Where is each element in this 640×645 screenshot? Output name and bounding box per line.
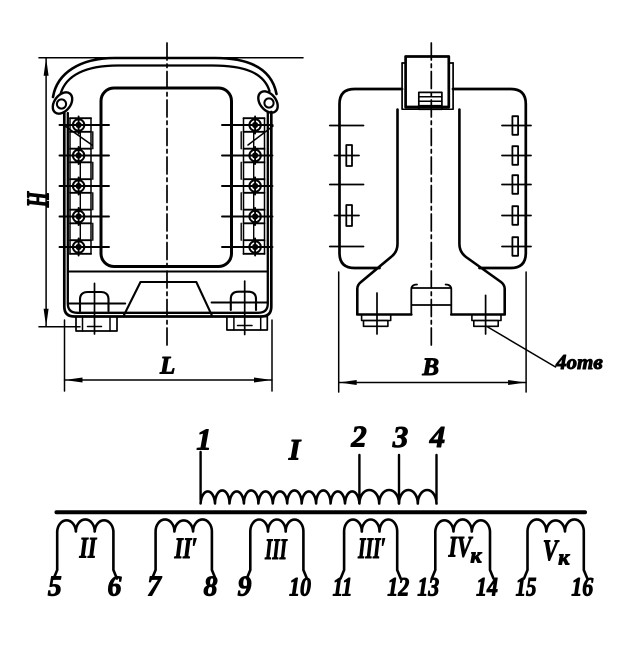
svg-text:III: III (264, 533, 287, 566)
svg-text:12: 12 (387, 573, 409, 602)
svg-text:14: 14 (476, 573, 498, 602)
svg-text:11: 11 (333, 573, 353, 602)
svg-text:2: 2 (350, 419, 367, 454)
svg-text:4отв: 4отв (555, 350, 603, 374)
svg-text:I: I (288, 434, 302, 467)
svg-text:1: 1 (196, 422, 212, 457)
svg-text:Н: Н (21, 191, 55, 209)
svg-text:L: L (159, 353, 175, 380)
svg-text:II′: II′ (174, 532, 198, 565)
svg-text:II: II (79, 532, 98, 565)
svg-text:13: 13 (417, 573, 439, 602)
svg-text:3: 3 (392, 419, 409, 454)
svg-text:к: к (470, 543, 482, 568)
svg-text:7: 7 (147, 572, 162, 603)
svg-text:IV: IV (448, 531, 474, 564)
svg-text:10: 10 (289, 573, 311, 602)
svg-text:III′: III′ (357, 532, 386, 565)
svg-text:15: 15 (516, 573, 537, 602)
svg-text:4: 4 (429, 419, 446, 454)
svg-text:5: 5 (48, 572, 62, 603)
svg-text:8: 8 (204, 572, 218, 603)
svg-text:6: 6 (108, 572, 122, 603)
svg-text:В: В (421, 354, 439, 381)
svg-text:16: 16 (571, 573, 593, 602)
svg-text:к: к (558, 545, 570, 570)
svg-text:V: V (543, 534, 560, 567)
svg-text:9: 9 (238, 572, 252, 603)
